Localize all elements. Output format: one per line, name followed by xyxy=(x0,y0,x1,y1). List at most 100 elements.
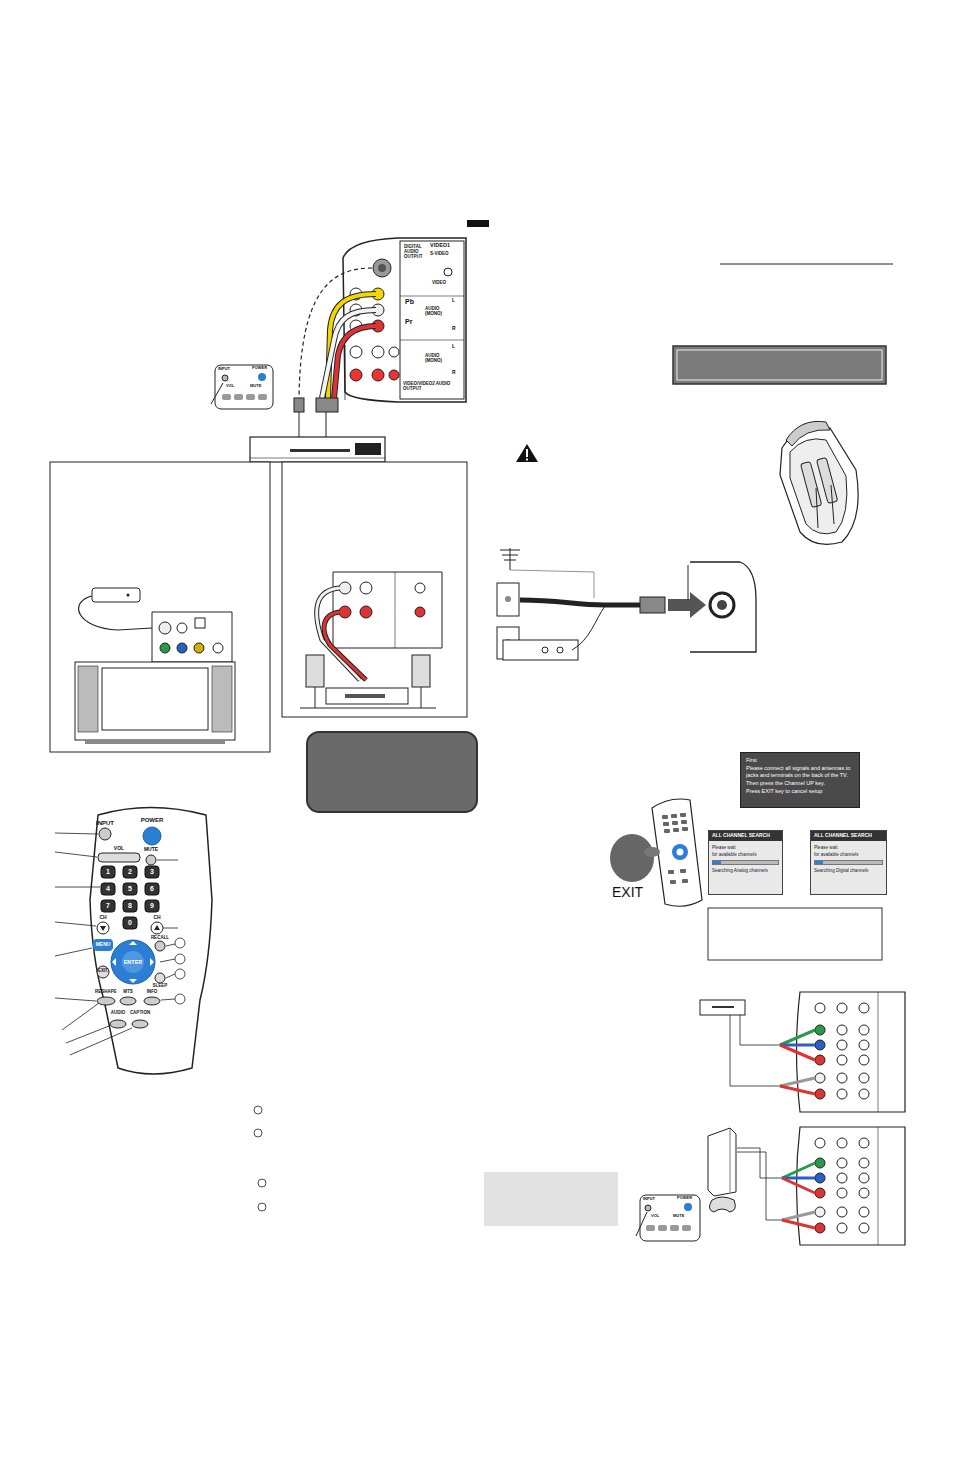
component-console-connection xyxy=(859,1138,869,1148)
label-text: R xyxy=(452,370,456,376)
jack-panel xyxy=(400,340,464,341)
av-cables xyxy=(294,398,304,412)
dvd-player xyxy=(250,458,385,459)
component-console-connection xyxy=(815,1173,825,1183)
cable-box-panel xyxy=(127,594,130,597)
remote-control xyxy=(123,917,137,929)
search-screen: ALL CHANNEL SEARCHPlease waitfor availab… xyxy=(708,830,783,895)
component-console-connection xyxy=(878,1127,879,1245)
screen-text: Then press the Channel UP key. xyxy=(746,780,854,786)
leader-lines xyxy=(175,994,185,1004)
remote-inset xyxy=(636,1195,700,1241)
label-text: INFO xyxy=(147,990,158,995)
component-console-connection xyxy=(859,1207,869,1217)
jack-panel xyxy=(372,369,384,381)
remote-control xyxy=(120,997,136,1005)
audio-receiver-panel xyxy=(395,572,396,648)
audio-receiver-panel xyxy=(412,655,430,687)
bullet-circles xyxy=(254,1106,266,1211)
screen-text: Press EXIT key to cancel setup xyxy=(746,788,854,794)
exit-remote xyxy=(677,849,684,856)
component-console-connection xyxy=(859,1158,869,1168)
audio-receiver-panel xyxy=(300,708,436,709)
label-text: Pr xyxy=(405,318,412,326)
component-dvd-connection xyxy=(815,1003,825,1013)
component-console-connection xyxy=(837,1138,847,1148)
jack-panel xyxy=(389,347,399,357)
note-box xyxy=(708,908,882,960)
component-console-connection xyxy=(737,1148,782,1220)
leader-lines xyxy=(55,887,100,888)
remote-inset xyxy=(636,1212,647,1236)
jack-panel xyxy=(444,268,452,276)
component-console-connection xyxy=(815,1207,825,1217)
cable-box-panel xyxy=(50,462,270,752)
audio-receiver-panel xyxy=(306,655,324,687)
note-box-gray xyxy=(484,1172,618,1226)
label-text: POWER xyxy=(141,817,164,824)
screen-text: Please connect all signals and antennas … xyxy=(746,765,854,778)
note-panel xyxy=(307,732,477,812)
exit-remote xyxy=(662,813,688,884)
component-dvd-connection xyxy=(780,1086,815,1094)
label-text: MENU xyxy=(96,942,111,948)
exit-remote xyxy=(682,827,688,831)
remote-control xyxy=(123,900,137,912)
jack-panel xyxy=(389,370,399,380)
leader-lines xyxy=(166,944,175,946)
screen-text: Please wait xyxy=(811,844,886,851)
label-text: EXIT xyxy=(612,885,643,900)
cable-box-panel xyxy=(152,612,232,662)
leader-lines xyxy=(55,998,96,1001)
remote-control xyxy=(146,855,156,865)
antenna-connection xyxy=(710,593,734,617)
label-text: SLEEP xyxy=(153,984,168,989)
component-dvd-connection xyxy=(700,992,905,1112)
av-cables xyxy=(322,310,376,398)
label-text: RECALL xyxy=(151,936,169,941)
label-text: 8 xyxy=(128,902,132,910)
remote-control xyxy=(154,925,160,930)
jack-panel xyxy=(343,238,466,402)
remote-control xyxy=(101,866,159,929)
component-console-connection xyxy=(782,1163,815,1228)
label-text: DIGITAL AUDIO OUTPUT xyxy=(404,245,428,260)
remote-inset xyxy=(670,1225,679,1231)
dvd-player xyxy=(250,437,385,462)
jack-panel xyxy=(400,296,464,297)
battery-remote xyxy=(816,457,837,503)
antenna-connection xyxy=(504,560,516,561)
remote-control xyxy=(90,808,212,1075)
screen-heading: ALL CHANNEL SEARCH xyxy=(811,831,886,841)
leader-lines xyxy=(166,974,175,978)
leader-lines xyxy=(62,1003,99,1030)
label-text: VOL xyxy=(651,1214,659,1218)
progress-bar xyxy=(712,860,779,865)
component-console-connection xyxy=(815,1138,825,1148)
remote-control xyxy=(98,853,140,862)
remote-control xyxy=(143,827,161,845)
component-dvd-connection xyxy=(815,1055,825,1065)
leader-lines xyxy=(55,833,98,834)
component-console-connection xyxy=(859,1188,869,1198)
remote-control xyxy=(97,966,109,978)
exit-remote xyxy=(670,880,676,884)
cable-box-panel xyxy=(159,622,171,634)
warning-symbol xyxy=(516,444,538,462)
component-console-connection xyxy=(730,1128,731,1192)
audio-receiver-panel xyxy=(421,687,422,708)
label-text: L xyxy=(452,344,455,350)
label-text: L xyxy=(452,298,455,304)
antenna-connection xyxy=(510,548,511,570)
component-dvd-connection xyxy=(837,1089,847,1099)
antenna-connection xyxy=(717,600,727,610)
av-cables xyxy=(322,310,376,398)
av-cables xyxy=(326,412,327,438)
cable-box-panel xyxy=(195,618,205,628)
remote-control xyxy=(97,922,109,934)
leader-lines xyxy=(175,954,185,964)
label-text: MUTE xyxy=(144,847,158,853)
component-dvd-connection xyxy=(859,1073,869,1083)
component-dvd-connection xyxy=(859,1025,869,1035)
battery-remote xyxy=(790,439,847,534)
